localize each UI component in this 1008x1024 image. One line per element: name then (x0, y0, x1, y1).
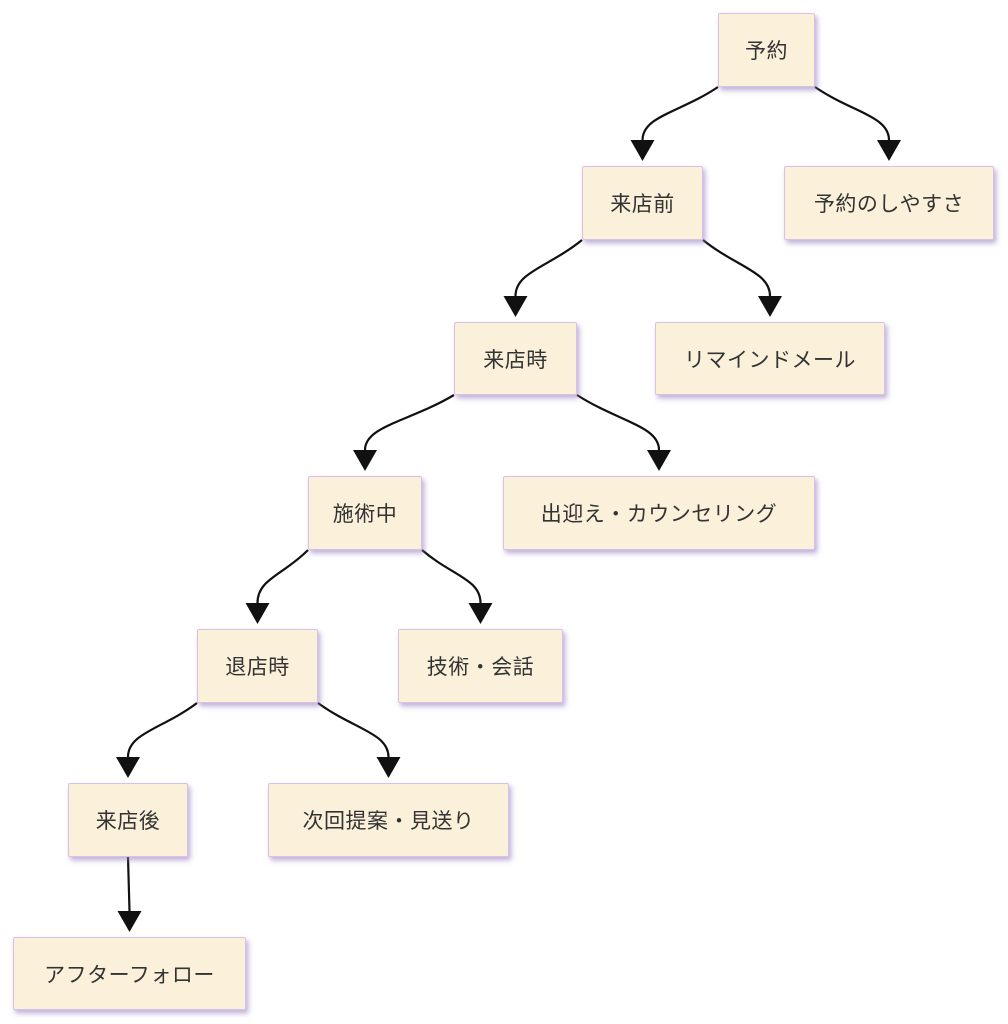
node-remind-mail: リマインドメール (655, 322, 885, 395)
node-raiten-ji: 来店時 (454, 322, 577, 395)
edge-raiten-mae-to-raiten-ji (503, 239, 583, 317)
edge-sejutsu-chu-to-gijutsu-kaiwa (421, 549, 493, 624)
edge-sejutsu-chu-to-taiten-ji (245, 549, 309, 624)
edge-yoyaku-to-yoyaku-no-shiyasusa (814, 86, 901, 161)
node-raiten-go: 来店後 (68, 783, 188, 857)
edge-raiten-ji-to-demukae-counseling (576, 394, 671, 471)
node-after-follow: アフターフォロー (13, 937, 246, 1010)
edge-raiten-go-to-after-follow (117, 856, 142, 932)
edge-taiten-ji-to-raiten-go (116, 702, 198, 778)
node-jikai-teian-miokuri: 次回提案・見送り (268, 783, 509, 857)
node-sejutsu-chu: 施術中 (308, 476, 422, 550)
node-gijutsu-kaiwa: 技術・会話 (398, 629, 563, 703)
node-taiten-ji: 退店時 (197, 629, 318, 703)
node-yoyaku: 予約 (718, 13, 815, 87)
node-demukae-counseling: 出迎え・カウンセリング (503, 476, 815, 550)
edge-raiten-mae-to-remind-mail (702, 239, 782, 317)
node-raiten-mae: 来店前 (582, 166, 703, 240)
edge-yoyaku-to-raiten-mae (630, 86, 719, 161)
edge-taiten-ji-to-jikai-teian-miokuri (317, 702, 401, 778)
node-yoyaku-no-shiyasusa: 予約のしやすさ (784, 166, 994, 240)
edge-raiten-ji-to-sejutsu-chu (353, 394, 455, 471)
